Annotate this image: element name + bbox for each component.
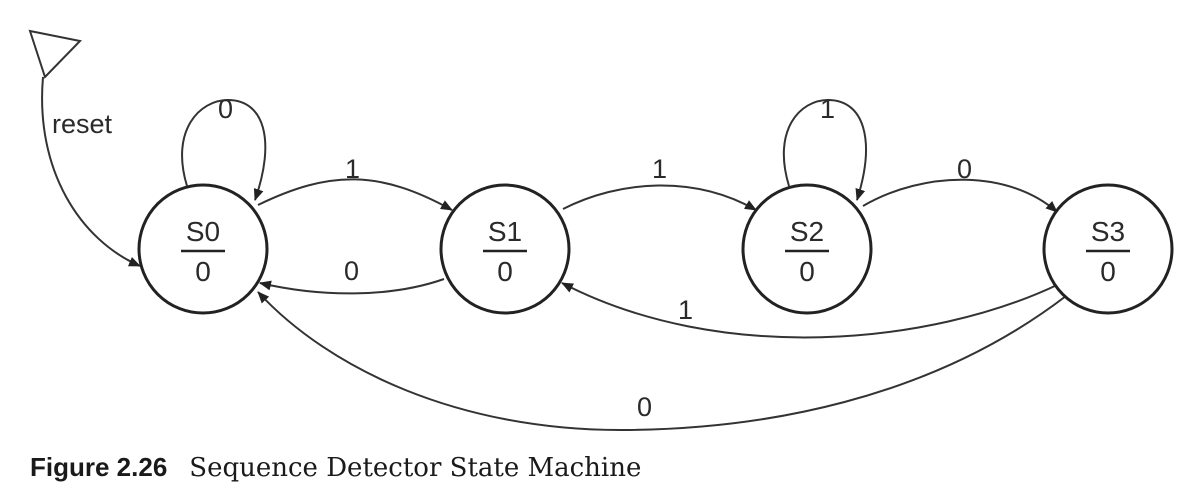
edge-s2-self — [782, 98, 867, 201]
edge-label-s2-s3: 0 — [957, 154, 972, 184]
edge-label-s1-s0: 0 — [344, 256, 359, 286]
edge-s3-s0 — [257, 291, 1067, 432]
state-output: 0 — [497, 256, 513, 287]
edge-s0-self — [181, 98, 267, 201]
state-name: S1 — [488, 216, 522, 247]
state-s1: S1 0 — [439, 183, 571, 315]
reset-arrow — [41, 76, 141, 267]
state-name: S3 — [1091, 216, 1125, 247]
state-name: S0 — [186, 216, 220, 247]
edge-label-s3-s1: 1 — [678, 295, 693, 325]
state-output: 0 — [1100, 256, 1116, 287]
edge-label-s0-self: 0 — [218, 94, 233, 124]
state-output: 0 — [799, 256, 815, 287]
edge-label-s1-s2: 1 — [652, 154, 667, 184]
state-s0: S0 0 — [137, 183, 269, 315]
edge-label-s0-s1: 1 — [345, 154, 360, 184]
reset-label: reset — [52, 109, 113, 139]
edge-s0-s1 — [257, 178, 453, 211]
figure-caption: Figure 2.26 Sequence Detector State Machi… — [30, 452, 641, 483]
edge-label-s2-self: 1 — [820, 94, 835, 124]
figure-number: Figure 2.26 — [30, 452, 168, 482]
state-name: S2 — [790, 216, 824, 247]
edge-s3-s1 — [561, 282, 1058, 339]
state-output: 0 — [195, 256, 211, 287]
edge-label-s3-s0: 0 — [637, 392, 652, 422]
figure-title: Sequence Detector State Machine — [189, 453, 642, 483]
state-s2: S2 0 — [741, 183, 873, 315]
edge-s1-s0 — [259, 278, 445, 295]
state-s3: S3 0 — [1042, 183, 1174, 315]
reset-symbol — [28, 29, 82, 79]
edge-s1-s2 — [562, 184, 757, 211]
edge-s2-s3 — [862, 178, 1058, 213]
